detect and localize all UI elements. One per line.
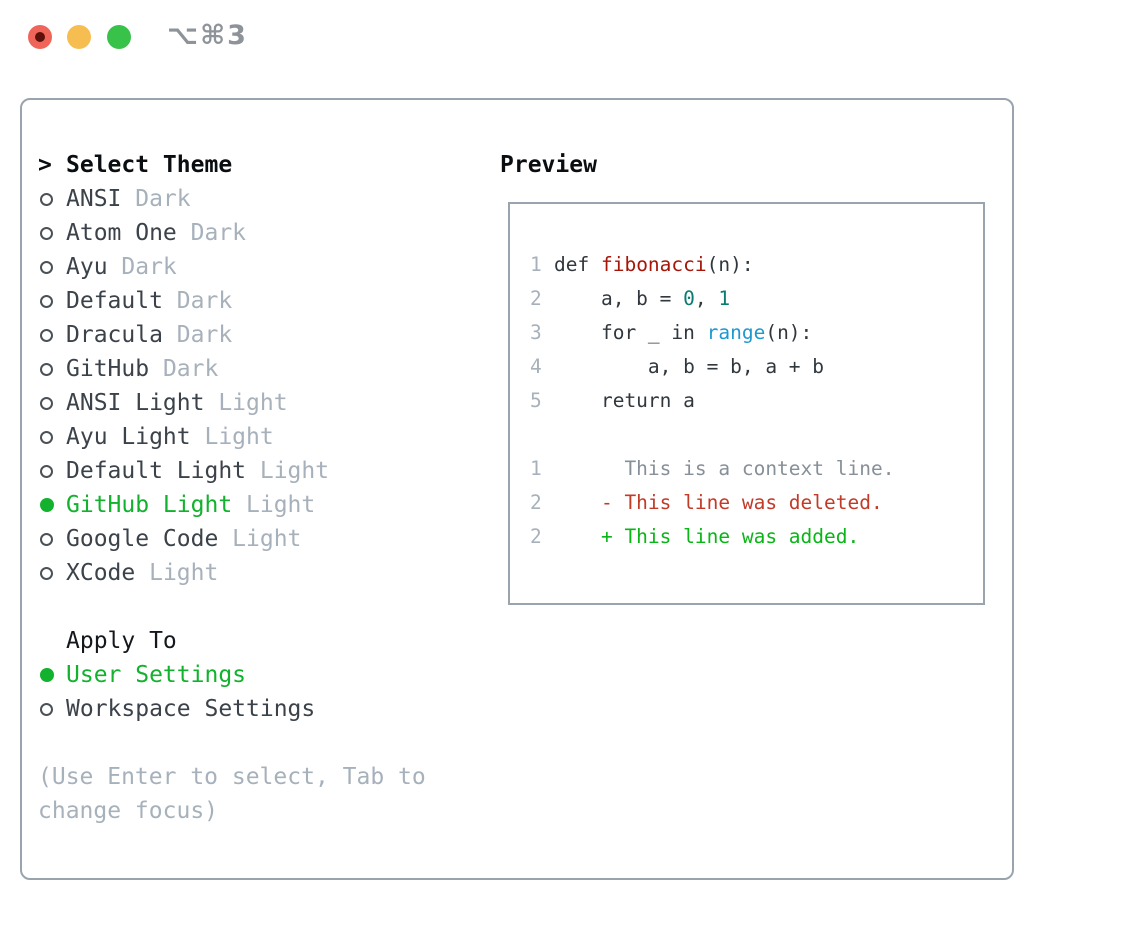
- line-number: 2: [530, 525, 542, 548]
- code-text: def fibonacci(n):: [554, 253, 754, 276]
- radio-icon: [38, 260, 66, 274]
- theme-option-label: ANSI: [66, 186, 122, 212]
- radio-icon: [38, 226, 66, 240]
- theme-variant-tag: Light: [232, 526, 302, 552]
- theme-option-ayu-light[interactable]: Ayu Light Light: [38, 420, 478, 454]
- code-line: 2 a, b = 0, 1: [530, 282, 894, 316]
- theme-option-default-light[interactable]: Default Light Light: [38, 454, 478, 488]
- code-line: [530, 418, 894, 452]
- theme-option-label: Default: [66, 288, 163, 314]
- theme-option-ayu[interactable]: Ayu Dark: [38, 250, 478, 284]
- radio-icon: [38, 702, 66, 716]
- select-theme-header: > Select Theme: [38, 148, 478, 182]
- code-text: - This line was deleted.: [554, 491, 883, 514]
- radio-icon: [38, 294, 66, 308]
- line-number: 4: [530, 355, 542, 378]
- theme-option-label: XCode: [66, 560, 136, 586]
- apply-to-header: Apply To: [66, 628, 177, 654]
- window-titlebar: ⌥⌘3: [0, 0, 1140, 74]
- line-number: 2: [530, 287, 542, 310]
- theme-option-default[interactable]: Default Dark: [38, 284, 478, 318]
- radio-icon: [38, 430, 66, 444]
- theme-variant-tag: Dark: [190, 220, 247, 246]
- code-line: 2 - This line was deleted.: [530, 486, 894, 520]
- theme-variant-tag: Dark: [121, 254, 177, 280]
- theme-variant-tag: Light: [246, 492, 316, 518]
- theme-option-label: Ayu: [66, 254, 108, 280]
- unsaved-indicator-dot: [35, 32, 45, 42]
- code-text: This is a context line.: [554, 457, 895, 480]
- theme-variant-tag: Dark: [176, 288, 233, 314]
- theme-option-label: ANSI Light: [66, 390, 205, 416]
- radio-icon: [38, 328, 66, 342]
- zoom-button[interactable]: [107, 25, 131, 49]
- theme-option-label: GitHub Light: [66, 492, 233, 518]
- code-text: + This line was added.: [554, 525, 860, 548]
- theme-option-label: Default Light: [66, 458, 247, 484]
- radio-icon: [38, 362, 66, 376]
- theme-option-label: Ayu Light: [66, 424, 191, 450]
- line-number: 2: [530, 491, 542, 514]
- radio-icon: [38, 532, 66, 546]
- line-number: 1: [530, 253, 542, 276]
- theme-variant-tag: Light: [204, 424, 274, 450]
- radio-icon: [38, 464, 66, 478]
- line-number: 3: [530, 321, 542, 344]
- code-line: 1 def fibonacci(n):: [530, 248, 894, 282]
- code-line: 1 This is a context line.: [530, 452, 894, 486]
- code-line: 5 return a: [530, 384, 894, 418]
- theme-option-atom-one[interactable]: Atom One Dark: [38, 216, 478, 250]
- theme-option-label: Dracula: [66, 322, 163, 348]
- theme-variant-tag: Dark: [162, 356, 219, 382]
- line-number: 5: [530, 389, 542, 412]
- preview-title: Preview: [500, 152, 597, 178]
- theme-option-ansi[interactable]: ANSI Dark: [38, 182, 478, 216]
- section-gap: [38, 590, 478, 624]
- theme-option-github[interactable]: GitHub Dark: [38, 352, 478, 386]
- theme-variant-tag: Light: [259, 458, 330, 484]
- theme-option-label: GitHub: [66, 356, 150, 382]
- theme-option-ansi-light[interactable]: ANSI Light Light: [38, 386, 478, 420]
- theme-variant-tag: Dark: [176, 322, 233, 348]
- code-line: 2 + This line was added.: [530, 520, 894, 554]
- radio-selected-icon: [38, 668, 66, 682]
- theme-option-dracula[interactable]: Dracula Dark: [38, 318, 478, 352]
- window-title: ⌥⌘3: [167, 20, 248, 51]
- select-theme-title: Select Theme: [66, 152, 233, 178]
- code-line: 3 for _ in range(n):: [530, 316, 894, 350]
- theme-option-google-code[interactable]: Google Code Light: [38, 522, 478, 556]
- code-text: for _ in range(n):: [554, 321, 813, 344]
- apply-option-workspace-settings[interactable]: Workspace Settings: [38, 692, 478, 726]
- apply-option-user-settings[interactable]: User Settings: [38, 658, 478, 692]
- theme-variant-tag: Light: [149, 560, 219, 586]
- line-number: 1: [530, 457, 542, 480]
- code-text: a, b = 0, 1: [554, 287, 731, 310]
- theme-variant-tag: Light: [218, 390, 288, 416]
- close-button[interactable]: [28, 25, 52, 49]
- theme-option-label: Google Code: [66, 526, 219, 552]
- radio-icon: [38, 566, 66, 580]
- code-text: return a: [554, 389, 695, 412]
- theme-option-github-light[interactable]: GitHub Light Light: [38, 488, 478, 522]
- radio-icon: [38, 396, 66, 410]
- focus-cursor-icon: >: [38, 152, 52, 178]
- theme-option-label: Atom One: [66, 220, 177, 246]
- code-text: a, b = b, a + b: [554, 355, 825, 378]
- theme-variant-tag: Dark: [135, 186, 191, 212]
- keyboard-hint: (Use Enter to select, Tab to change focu…: [38, 764, 426, 824]
- apply-option-label: User Settings: [66, 662, 247, 688]
- theme-option-xcode[interactable]: XCode Light: [38, 556, 478, 590]
- radio-icon: [38, 192, 66, 206]
- apply-option-label: Workspace Settings: [66, 696, 316, 722]
- radio-selected-icon: [38, 498, 66, 512]
- line-number: [530, 418, 542, 452]
- minimize-button[interactable]: [67, 25, 91, 49]
- code-line: 4 a, b = b, a + b: [530, 350, 894, 384]
